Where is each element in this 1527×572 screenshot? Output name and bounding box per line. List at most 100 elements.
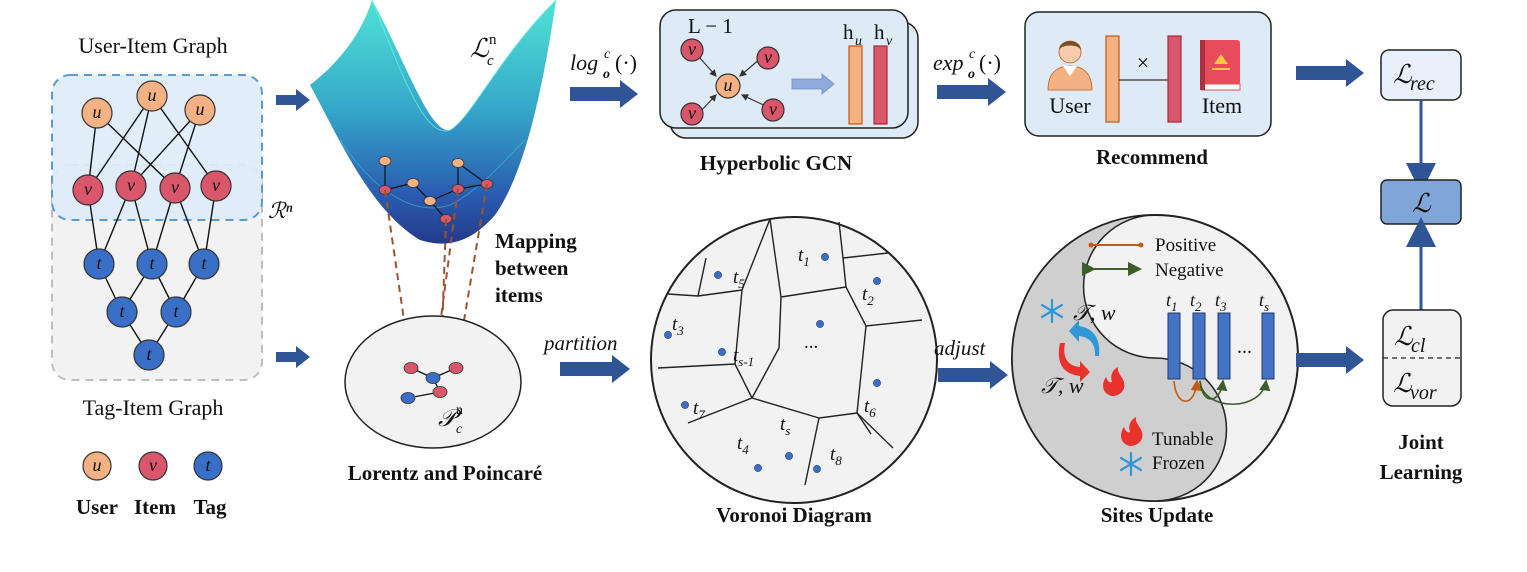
site-bar [1261, 312, 1275, 380]
poincare-sup: n [456, 403, 463, 418]
arrow-to-cl-loss [1296, 346, 1364, 374]
site-dot [813, 465, 821, 473]
lorentz-sub: c [487, 53, 494, 69]
legend-tag-symbol: t [205, 455, 211, 475]
legend-tag-label: Tag [193, 495, 227, 519]
positive-legend: Positive [1088, 235, 1216, 256]
item-node-label: v [84, 179, 92, 199]
gcn-aggregate-arrow [791, 73, 835, 95]
legend-tag-swatch [193, 451, 223, 481]
exp-map: exp o c (·) [933, 47, 1006, 106]
tag-node-label: t [119, 301, 125, 321]
gcn-neighbor-label: v [688, 39, 696, 59]
tunable-legend: Tunable [1121, 417, 1214, 450]
snowflake-icon [1040, 298, 1064, 324]
negative-label: Negative [1155, 260, 1224, 281]
tunable-label: Tunable [1152, 429, 1214, 450]
tag-node-label: t [173, 301, 179, 321]
user-node [81, 97, 113, 129]
sites-yin-half [1011, 214, 1228, 502]
partition-op: partition [542, 331, 630, 383]
recommend-caption: Recommend [1096, 145, 1208, 169]
tag-node [160, 296, 192, 328]
gcn-center-node [715, 73, 741, 99]
mapping-line-3: items [495, 283, 543, 307]
site-bar [1167, 312, 1181, 380]
flame-icon [1103, 367, 1125, 396]
site-bar-labels: t1 t2 t3 ts [1166, 290, 1269, 314]
mapping-line-2: between [495, 256, 569, 280]
site-dot [873, 277, 881, 285]
manifold-panel: ℒ n c [310, 0, 577, 485]
item-embedding-bar [1167, 35, 1182, 123]
graph-panel: User-Item Graph Tag-Item Graph ℛⁿ [51, 33, 293, 519]
joint-learning-line-2: Learning [1380, 460, 1463, 484]
user-node [136, 80, 168, 112]
lorentz-label: ℒ n c [470, 32, 497, 69]
cl-loss-symbol: ℒ [1394, 322, 1414, 351]
hu-label: h u [843, 20, 862, 49]
hv-label: h v [874, 20, 893, 49]
site-dot [821, 253, 829, 261]
user-node-label: u [196, 99, 205, 119]
gcn-layer-label: L − 1 [688, 14, 733, 38]
gcn-front-card [659, 9, 909, 129]
site-dot [714, 271, 722, 279]
site-label: t7 [693, 398, 705, 422]
user-icon [1047, 40, 1093, 91]
log-map: log o c (·) [570, 47, 638, 108]
site-dot [754, 464, 762, 472]
site-bars [1167, 312, 1275, 380]
site-label: ts [780, 414, 790, 438]
cl-loss-sub: cl [1411, 335, 1426, 357]
bowl-points [378, 156, 494, 224]
vor-loss-sub: vor [1410, 382, 1437, 404]
gcn-caption: Hyperbolic GCN [700, 151, 852, 175]
tag-node [133, 339, 165, 371]
hv-bar [873, 45, 888, 125]
site-bar-label: t2 [1190, 290, 1202, 314]
joint-learning-line-1: Joint [1398, 430, 1444, 454]
bars-ellipsis: ... [1237, 336, 1252, 358]
disk-points [400, 362, 464, 404]
site-dot [718, 348, 726, 356]
book-icon [1200, 40, 1241, 91]
user-item-graph-title: User-Item Graph [78, 33, 227, 58]
sites-update-panel: Positive Negative 𝒯, w 𝒯, w [1011, 214, 1299, 527]
tag-node [83, 248, 115, 280]
hyperbolic-gcn-panel: L − 1 u v v v v h u h v Hyperbolic GCN [659, 9, 919, 175]
exp-arg: (·) [979, 50, 1001, 75]
voronoi-edges [657, 218, 923, 486]
recommend-panel: User × Item Recommend [1024, 11, 1272, 169]
site-label: t2 [862, 284, 874, 308]
item-node [159, 172, 191, 204]
site-label: ts-1 [733, 345, 754, 369]
space-label: ℛⁿ [268, 198, 293, 223]
times-symbol: × [1137, 50, 1149, 75]
manifold-caption: Lorentz and Poincaré [348, 461, 542, 485]
swap-icon [1058, 320, 1100, 382]
voronoi-disk [650, 216, 938, 504]
rec-loss-sub: rec [1410, 73, 1435, 95]
tunable-flame-icon [1121, 417, 1143, 446]
tag-node-label: t [201, 253, 207, 273]
legend-item-swatch [138, 451, 168, 481]
sites-update-caption: Sites Update [1101, 503, 1214, 527]
hu-bar [848, 45, 863, 125]
voronoi-site-labels: t1 t5 t2 t3 ts-1 ... t7 t6 t4 ts t8 [672, 245, 876, 468]
recommend-user-label: User [1049, 93, 1091, 118]
gcn-center-label: u [724, 75, 733, 95]
loss-panel: ℒ rec ℒ ℒ cl ℒ vor Joint Learning [1380, 49, 1463, 484]
arrow-to-poincare [276, 346, 310, 368]
legend-user-swatch [82, 451, 112, 481]
adjust-op: adjust [934, 336, 1008, 389]
site-dot [785, 452, 793, 460]
gcn-neighbor-label: v [764, 47, 772, 67]
arrow-partition [560, 355, 630, 383]
log-text: log [570, 50, 598, 75]
tag-node-label: t [149, 253, 155, 273]
legend-item-symbol: v [149, 455, 157, 475]
voronoi-caption: Voronoi Diagram [716, 503, 872, 527]
site-bar-label: t3 [1215, 290, 1227, 314]
legend-user-symbol: u [93, 455, 102, 475]
